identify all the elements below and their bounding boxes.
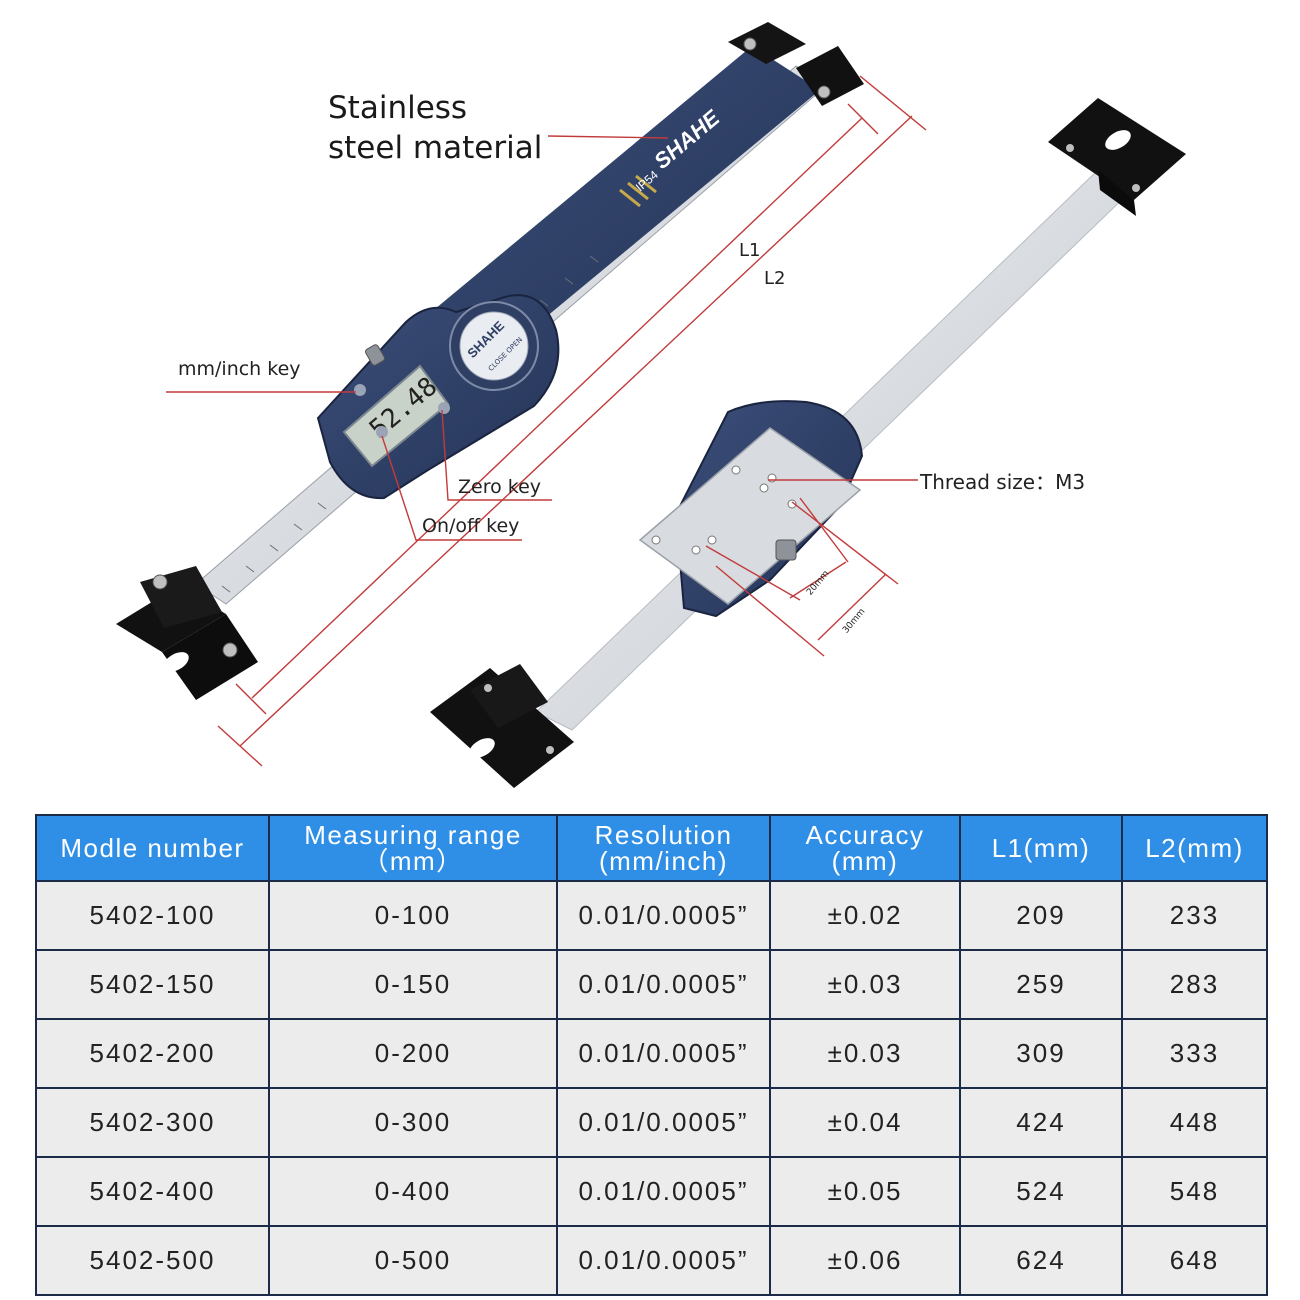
back-head [638, 400, 864, 618]
cell-accuracy: ±0.02 [769, 880, 961, 951]
header-model-number: Modle number [35, 814, 270, 882]
front-scale: 52.48 SHAHE CLOSE OPEN SHAHE IP54 [116, 22, 864, 700]
mounting-plate [638, 427, 862, 605]
cell-l1: 259 [959, 949, 1123, 1020]
material-callout-line2: steel material [328, 130, 543, 166]
table-header-row: Modle number Measuring range（mm） Resolut… [35, 814, 1268, 882]
top-bracket [728, 22, 864, 106]
bottom-bracket [116, 566, 258, 700]
mm-inch-key-label: mm/inch key [178, 358, 301, 380]
product-illustration: 52.48 SHAHE CLOSE OPEN SHAHE IP54 [116, 22, 1186, 788]
header-l1: L1(mm) [959, 814, 1123, 882]
back-bottom-bracket [430, 664, 574, 788]
l1-dimension-line [251, 117, 863, 699]
cell-resolution: 0.01/0.0005” [556, 949, 771, 1020]
thread-size-label: Thread size：M3 [920, 470, 1086, 494]
cell-model: 5402-150 [35, 949, 270, 1020]
dimension-20mm: 20mm [805, 569, 831, 598]
dimension-lines [166, 75, 927, 767]
mm-inch-button[interactable] [354, 384, 366, 396]
on-off-button[interactable] [376, 426, 388, 438]
cell-accuracy: ±0.04 [769, 1087, 961, 1158]
header-l2: L2(mm) [1121, 814, 1268, 882]
cell-resolution: 0.01/0.0005” [556, 880, 771, 951]
cell-l1: 309 [959, 1018, 1123, 1089]
cell-l2: 448 [1121, 1087, 1268, 1158]
cell-accuracy: ±0.03 [769, 1018, 961, 1089]
cell-range: 0-150 [268, 949, 558, 1020]
header-resolution: Resolution(mm/inch) [556, 814, 771, 882]
cell-resolution: 0.01/0.0005” [556, 1156, 771, 1227]
l2-label: L2 [764, 268, 786, 289]
cell-resolution: 0.01/0.0005” [556, 1225, 771, 1296]
cell-accuracy: ±0.03 [769, 949, 961, 1020]
cell-range: 0-400 [268, 1156, 558, 1227]
cell-l2: 233 [1121, 880, 1268, 951]
material-callout-line1: Stainless [328, 90, 468, 126]
cell-l2: 283 [1121, 949, 1268, 1020]
cell-l1: 209 [959, 880, 1123, 951]
cell-l2: 333 [1121, 1018, 1268, 1089]
cell-range: 0-100 [268, 880, 558, 951]
header-measuring-range: Measuring range（mm） [268, 814, 558, 882]
cell-model: 5402-400 [35, 1156, 270, 1227]
specification-table: Modle number Measuring range（mm） Resolut… [35, 814, 1268, 1296]
cell-accuracy: ±0.05 [769, 1156, 961, 1227]
header-accuracy: Accuracy(mm) [769, 814, 961, 882]
dimension-30mm: 30mm [841, 607, 867, 636]
cell-model: 5402-100 [35, 880, 270, 951]
cell-resolution: 0.01/0.0005” [556, 1087, 771, 1158]
back-top-bracket [1048, 98, 1186, 216]
cell-l1: 524 [959, 1156, 1123, 1227]
l2-dimension-line [239, 115, 913, 747]
zero-key-label: Zero key [458, 476, 542, 498]
zero-button[interactable] [438, 402, 450, 414]
cell-accuracy: ±0.06 [769, 1225, 961, 1296]
cell-model: 5402-500 [35, 1225, 270, 1296]
cell-l2: 548 [1121, 1156, 1268, 1227]
back-scale [430, 98, 1186, 788]
cell-range: 0-200 [268, 1018, 558, 1089]
cell-range: 0-300 [268, 1087, 558, 1158]
material-callout: Stainless steel material [328, 88, 542, 168]
cell-l1: 424 [959, 1087, 1123, 1158]
cell-range: 0-500 [268, 1225, 558, 1296]
cell-l1: 624 [959, 1225, 1123, 1296]
readout-head: 52.48 SHAHE CLOSE OPEN [316, 294, 560, 500]
l1-label: L1 [739, 240, 761, 261]
cell-resolution: 0.01/0.0005” [556, 1018, 771, 1089]
cell-model: 5402-200 [35, 1018, 270, 1089]
cell-l2: 648 [1121, 1225, 1268, 1296]
on-off-key-label: On/off key [422, 515, 520, 537]
cell-model: 5402-300 [35, 1087, 270, 1158]
